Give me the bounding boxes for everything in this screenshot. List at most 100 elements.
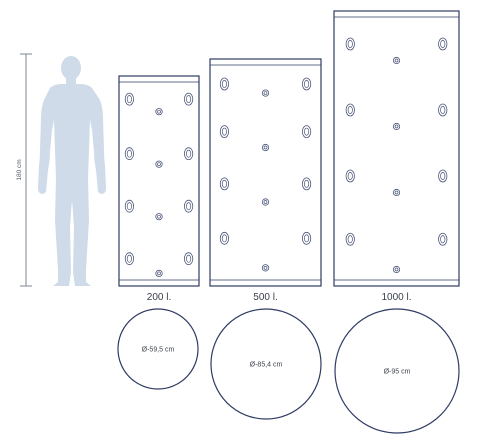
port-outer-ring bbox=[392, 56, 401, 65]
port-inner-ring bbox=[347, 172, 353, 180]
tank-diameter-label: Ø-85,4 cm bbox=[250, 362, 283, 369]
port-inner-ring bbox=[221, 127, 227, 136]
port-inner-ring bbox=[263, 91, 268, 95]
port-inner-ring bbox=[347, 235, 353, 244]
port-small-icon bbox=[155, 269, 163, 277]
port-inner-ring bbox=[157, 214, 161, 219]
port-inner-ring bbox=[394, 124, 399, 129]
port-outer-ring bbox=[301, 231, 312, 245]
port-outer-ring bbox=[438, 169, 448, 183]
port-outer-ring bbox=[219, 177, 230, 191]
tank-diameter-circle bbox=[210, 308, 322, 420]
port-large-icon bbox=[438, 169, 448, 183]
tank-diameter-circle bbox=[117, 308, 199, 390]
port-outer-ring bbox=[301, 177, 312, 191]
port-inner-ring bbox=[304, 127, 310, 136]
port-outer-ring bbox=[155, 160, 163, 168]
port-outer-ring bbox=[219, 125, 230, 139]
port-inner-ring bbox=[304, 234, 310, 243]
port-outer-ring bbox=[261, 264, 270, 272]
port-outer-ring bbox=[438, 103, 448, 117]
port-inner-ring bbox=[440, 40, 446, 48]
tank-volume-label: 500 l. bbox=[253, 292, 277, 303]
port-inner-ring bbox=[186, 202, 192, 211]
port-large-icon bbox=[219, 77, 230, 91]
tank-volume-label: 1000 l. bbox=[381, 292, 411, 303]
port-large-icon bbox=[219, 231, 230, 245]
port-outer-ring bbox=[184, 199, 194, 213]
port-inner-ring bbox=[304, 80, 310, 88]
port-outer-ring bbox=[301, 125, 312, 139]
port-outer-ring bbox=[184, 252, 194, 266]
port-large-icon bbox=[219, 125, 230, 139]
port-small-icon bbox=[155, 108, 163, 116]
port-large-icon bbox=[301, 231, 312, 245]
port-outer-ring bbox=[219, 77, 230, 91]
port-outer-ring bbox=[124, 92, 134, 106]
port-large-icon bbox=[219, 177, 230, 191]
port-outer-ring bbox=[392, 122, 401, 131]
tank-500: 500 l. Ø-85,4 cm bbox=[209, 58, 322, 420]
port-large-icon bbox=[124, 199, 134, 213]
person-neck bbox=[66, 77, 76, 86]
port-inner-ring bbox=[186, 149, 192, 158]
port-large-icon bbox=[345, 37, 355, 51]
port-small-icon bbox=[392, 188, 401, 197]
port-inner-ring bbox=[347, 106, 353, 114]
port-large-icon bbox=[184, 252, 194, 266]
port-large-icon bbox=[301, 125, 312, 139]
port-small-icon bbox=[261, 264, 270, 272]
port-large-icon bbox=[124, 147, 134, 161]
port-outer-ring bbox=[184, 147, 194, 161]
person-legs bbox=[53, 178, 91, 286]
port-inner-ring bbox=[157, 162, 161, 167]
tank-200: 200 l.Ø-59,5 cm bbox=[117, 75, 200, 390]
port-inner-ring bbox=[440, 106, 446, 114]
port-inner-ring bbox=[157, 109, 161, 114]
port-small-icon bbox=[261, 198, 270, 206]
tank-1000: 1000 l.Ø-95 cm bbox=[333, 10, 460, 434]
port-outer-ring bbox=[155, 213, 163, 221]
port-large-icon bbox=[124, 252, 134, 266]
port-large-icon bbox=[301, 77, 312, 91]
port-outer-ring bbox=[261, 198, 270, 206]
port-small-icon bbox=[392, 56, 401, 65]
tank-diameter-circle bbox=[334, 308, 460, 434]
port-inner-ring bbox=[440, 172, 446, 180]
port-outer-ring bbox=[261, 89, 270, 97]
port-inner-ring bbox=[263, 265, 268, 270]
port-large-icon bbox=[345, 103, 355, 117]
port-outer-ring bbox=[345, 232, 355, 246]
person-head bbox=[61, 56, 81, 80]
port-outer-ring bbox=[392, 265, 401, 274]
port-inner-ring bbox=[221, 179, 227, 188]
port-inner-ring bbox=[186, 254, 192, 263]
person-torso bbox=[38, 84, 106, 194]
port-inner-ring bbox=[186, 95, 192, 104]
port-outer-ring bbox=[219, 231, 230, 245]
port-outer-ring bbox=[124, 252, 134, 266]
port-inner-ring bbox=[157, 271, 161, 276]
port-large-icon bbox=[184, 92, 194, 106]
port-inner-ring bbox=[263, 200, 268, 204]
tank-body bbox=[118, 75, 200, 287]
tank-body bbox=[209, 58, 322, 287]
port-small-icon bbox=[392, 265, 401, 274]
port-outer-ring bbox=[345, 103, 355, 117]
port-large-icon bbox=[345, 232, 355, 246]
port-inner-ring bbox=[394, 58, 399, 63]
port-outer-ring bbox=[345, 169, 355, 183]
port-large-icon bbox=[184, 147, 194, 161]
port-large-icon bbox=[184, 199, 194, 213]
port-inner-ring bbox=[440, 235, 446, 244]
port-inner-ring bbox=[394, 190, 399, 195]
port-outer-ring bbox=[345, 37, 355, 51]
port-outer-ring bbox=[184, 92, 194, 106]
port-outer-ring bbox=[124, 199, 134, 213]
port-outer-ring bbox=[155, 108, 163, 116]
port-inner-ring bbox=[221, 234, 227, 243]
port-small-icon bbox=[155, 213, 163, 221]
tank-body bbox=[333, 10, 460, 287]
